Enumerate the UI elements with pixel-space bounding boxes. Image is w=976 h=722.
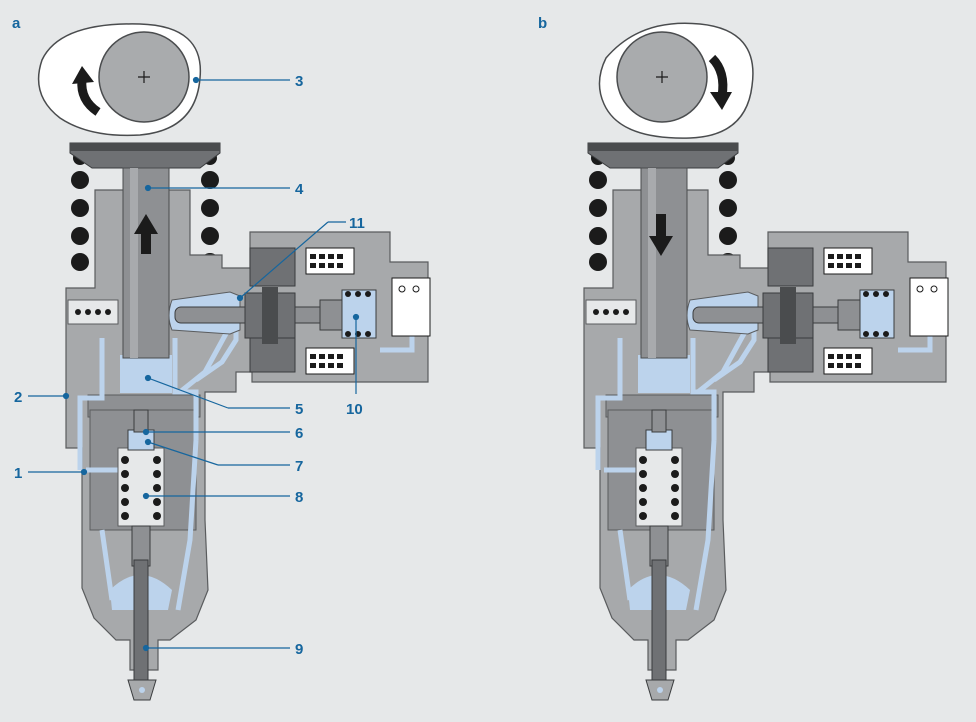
clockwise-arrow-icon [708, 54, 732, 110]
callout-10: 10 [346, 401, 363, 418]
callout-8: 8 [295, 489, 303, 506]
callout-9: 9 [295, 641, 303, 658]
down-arrow-icon [649, 214, 673, 256]
callout-5: 5 [295, 401, 303, 418]
callout-4: 4 [295, 181, 304, 198]
callout-7: 7 [295, 458, 303, 475]
callout-1: 1 [14, 465, 22, 482]
panel-b-label: b [538, 15, 547, 32]
up-arrow-icon [134, 214, 158, 254]
callout-lines-a [28, 76, 360, 652]
callout-3: 3 [295, 73, 303, 90]
callout-6: 6 [295, 425, 303, 442]
panel-a-label: a [12, 15, 21, 32]
callout-2: 2 [14, 389, 22, 406]
callout-11: 11 [349, 215, 365, 232]
counterclockwise-arrow-icon [72, 66, 101, 116]
panel-b-injector [584, 143, 948, 700]
panel-a-injector [66, 143, 430, 700]
